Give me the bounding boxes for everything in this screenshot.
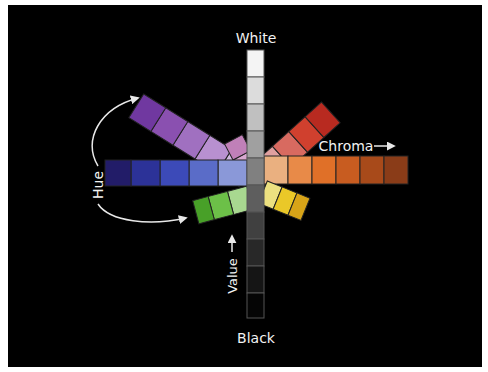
value-column — [247, 50, 264, 318]
value-axis-label: Value — [226, 258, 239, 294]
value-top-label: White — [236, 31, 277, 45]
hue-axis-label: Hue — [91, 171, 105, 199]
hue-spokes — [105, 94, 408, 224]
axis-arrows — [92, 98, 394, 252]
value-bottom-label: Black — [237, 331, 275, 345]
chroma-axis-label: Chroma — [319, 139, 374, 153]
background — [8, 5, 482, 367]
